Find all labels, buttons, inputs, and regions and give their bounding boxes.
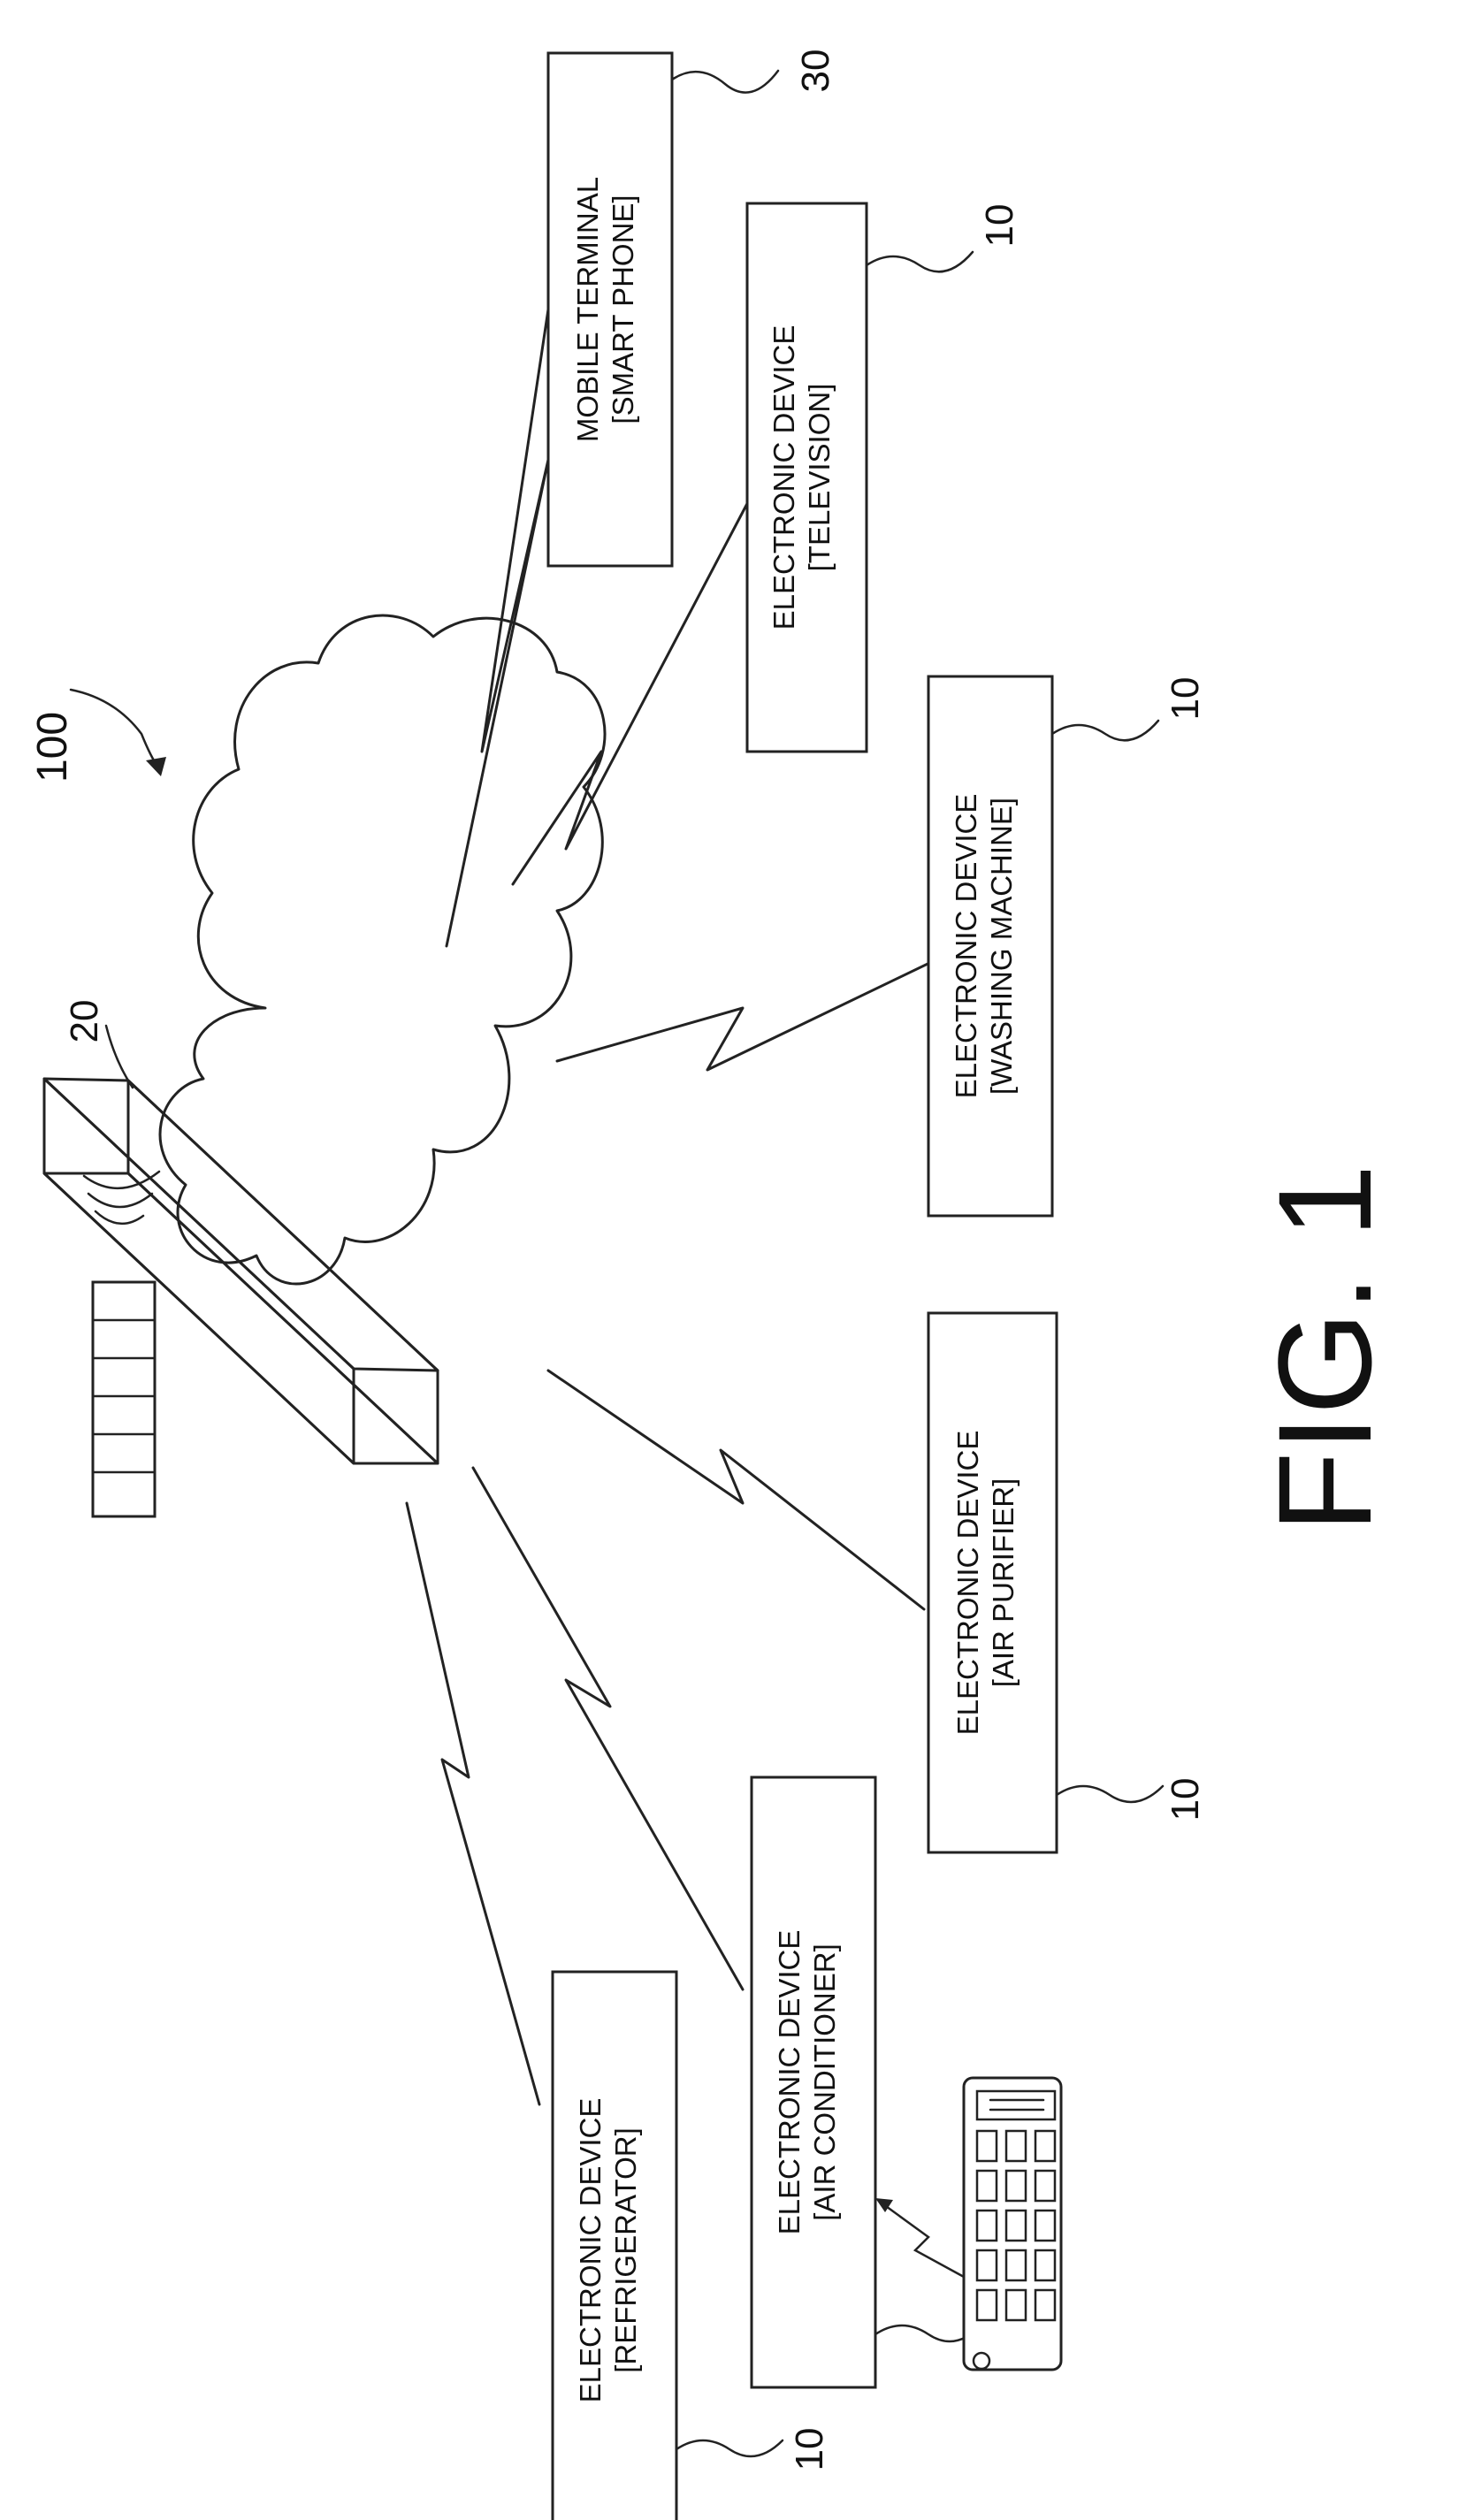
device-air-purifier: ELECTRONIC DEVICE [AIR PURIFIER]	[928, 1313, 1057, 1852]
device-mobile-line2: [SMART PHONE]	[607, 195, 639, 424]
remote-control	[964, 2078, 1061, 2370]
link-purifier	[548, 1371, 924, 1609]
link-mobile	[447, 309, 548, 946]
ref-fridge: 10	[788, 2428, 831, 2471]
device-tv-line1: ELECTRONIC DEVICE	[768, 325, 800, 630]
ref-leader-tv	[867, 252, 973, 271]
ref-washer: 10	[1164, 677, 1207, 721]
device-ac-line1: ELECTRONIC DEVICE	[773, 1930, 806, 2235]
device-fridge-line2: [REFRIGERATOR]	[609, 2127, 642, 2372]
ref-purifier: 10	[1164, 1778, 1207, 1821]
device-mobile-terminal: MOBILE TERMINAL [SMART PHONE]	[548, 53, 672, 566]
device-ac-line2: [AIR CONDITIONER]	[808, 1943, 841, 2221]
device-washing-machine: ELECTRONIC DEVICE [WASHING MACHINE]	[928, 676, 1052, 1216]
server	[44, 1079, 438, 1516]
device-fridge-line1: ELECTRONIC DEVICE	[574, 2098, 607, 2403]
system-ref-leader	[71, 690, 159, 769]
device-tv-line2: [TELEVISION]	[803, 384, 836, 572]
device-purifier-line1: ELECTRONIC DEVICE	[951, 1431, 984, 1736]
device-purifier-line2: [AIR PURIFIER]	[987, 1478, 1020, 1688]
server-ref: 20	[63, 1000, 106, 1043]
ref-tv: 10	[978, 204, 1021, 248]
ref-leader-fridge	[676, 2440, 783, 2456]
ir-signal	[880, 2202, 964, 2277]
link-fridge	[407, 1503, 539, 2104]
device-washer-line2: [WASHING MACHINE]	[985, 798, 1018, 1095]
ref-mobile: 30	[794, 50, 837, 93]
network-cloud	[160, 615, 605, 1284]
ref-leader-purifier	[1057, 1786, 1163, 1802]
device-mobile-line1: MOBILE TERMINAL	[571, 177, 604, 442]
device-television: ELECTRONIC DEVICE [TELEVISION]	[747, 203, 867, 752]
ref-leader-mobile	[672, 71, 778, 93]
system-ref: 100	[29, 712, 76, 783]
system-ref-arrowhead	[146, 757, 166, 776]
link-washer	[557, 955, 946, 1070]
device-refrigerator: ELECTRONIC DEVICE [REFRIGERATOR]	[553, 1972, 676, 2520]
device-washer-line1: ELECTRONIC DEVICE	[950, 794, 982, 1099]
figure-caption: FIG. 1	[1250, 1165, 1399, 1533]
device-air-conditioner: ELECTRONIC DEVICE [AIR CONDITIONER]	[752, 1777, 875, 2387]
server-ref-leader	[106, 1026, 133, 1088]
link-ac	[473, 1468, 743, 1989]
ref-leader-washer	[1052, 721, 1158, 740]
server-drive-bays	[93, 1282, 155, 1516]
